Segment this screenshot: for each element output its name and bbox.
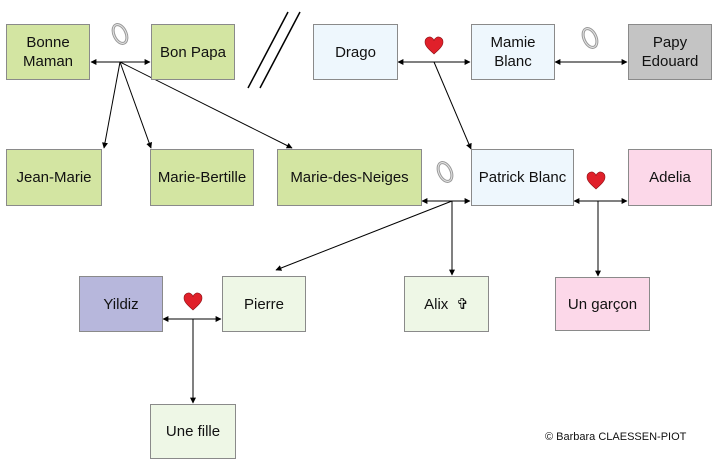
child-line-pierre xyxy=(275,200,453,271)
person-adelia: Adelia xyxy=(628,149,712,206)
person-marie-des-neiges: Marie-des-Neiges xyxy=(277,149,422,206)
ring-icon xyxy=(436,161,454,183)
copyright-notice: © Barbara CLAESSEN-PIOT xyxy=(545,431,687,443)
person-drago: Drago xyxy=(313,24,398,80)
deceased-cross-icon: ✞ xyxy=(456,295,469,313)
person-jean-marie: Jean-Marie xyxy=(6,149,102,206)
person-marie-bertille: Marie-Bertille xyxy=(150,149,254,206)
person-une-fille: Une fille xyxy=(150,404,236,459)
person-mamie-blanc: Mamie Blanc xyxy=(471,24,555,80)
ring-icon xyxy=(111,23,129,45)
person-alix-name: Alix xyxy=(424,295,449,313)
heart-icon xyxy=(183,292,203,311)
person-pierre: Pierre xyxy=(222,276,306,332)
person-bon-papa: Bon Papa xyxy=(151,24,235,80)
person-bonne-maman: Bonne Maman xyxy=(6,24,90,80)
heart-icon xyxy=(586,171,606,190)
person-yildiz: Yildiz xyxy=(79,276,163,332)
separator-slash-right xyxy=(259,11,301,89)
person-patrick-blanc: Patrick Blanc xyxy=(471,149,574,206)
person-un-garcon: Un garçon xyxy=(555,277,650,331)
child-line-marie-des-neiges xyxy=(119,61,293,149)
person-papy-edouard: Papy Edouard xyxy=(628,24,712,80)
person-alix: Alix ✞ xyxy=(404,276,489,332)
child-line-patrick-blanc xyxy=(433,61,472,150)
ring-icon xyxy=(581,27,599,49)
heart-icon xyxy=(424,36,444,55)
child-line-jean-marie xyxy=(102,61,121,149)
separator-slash-left xyxy=(247,11,289,89)
child-line-marie-bertille xyxy=(119,61,152,149)
